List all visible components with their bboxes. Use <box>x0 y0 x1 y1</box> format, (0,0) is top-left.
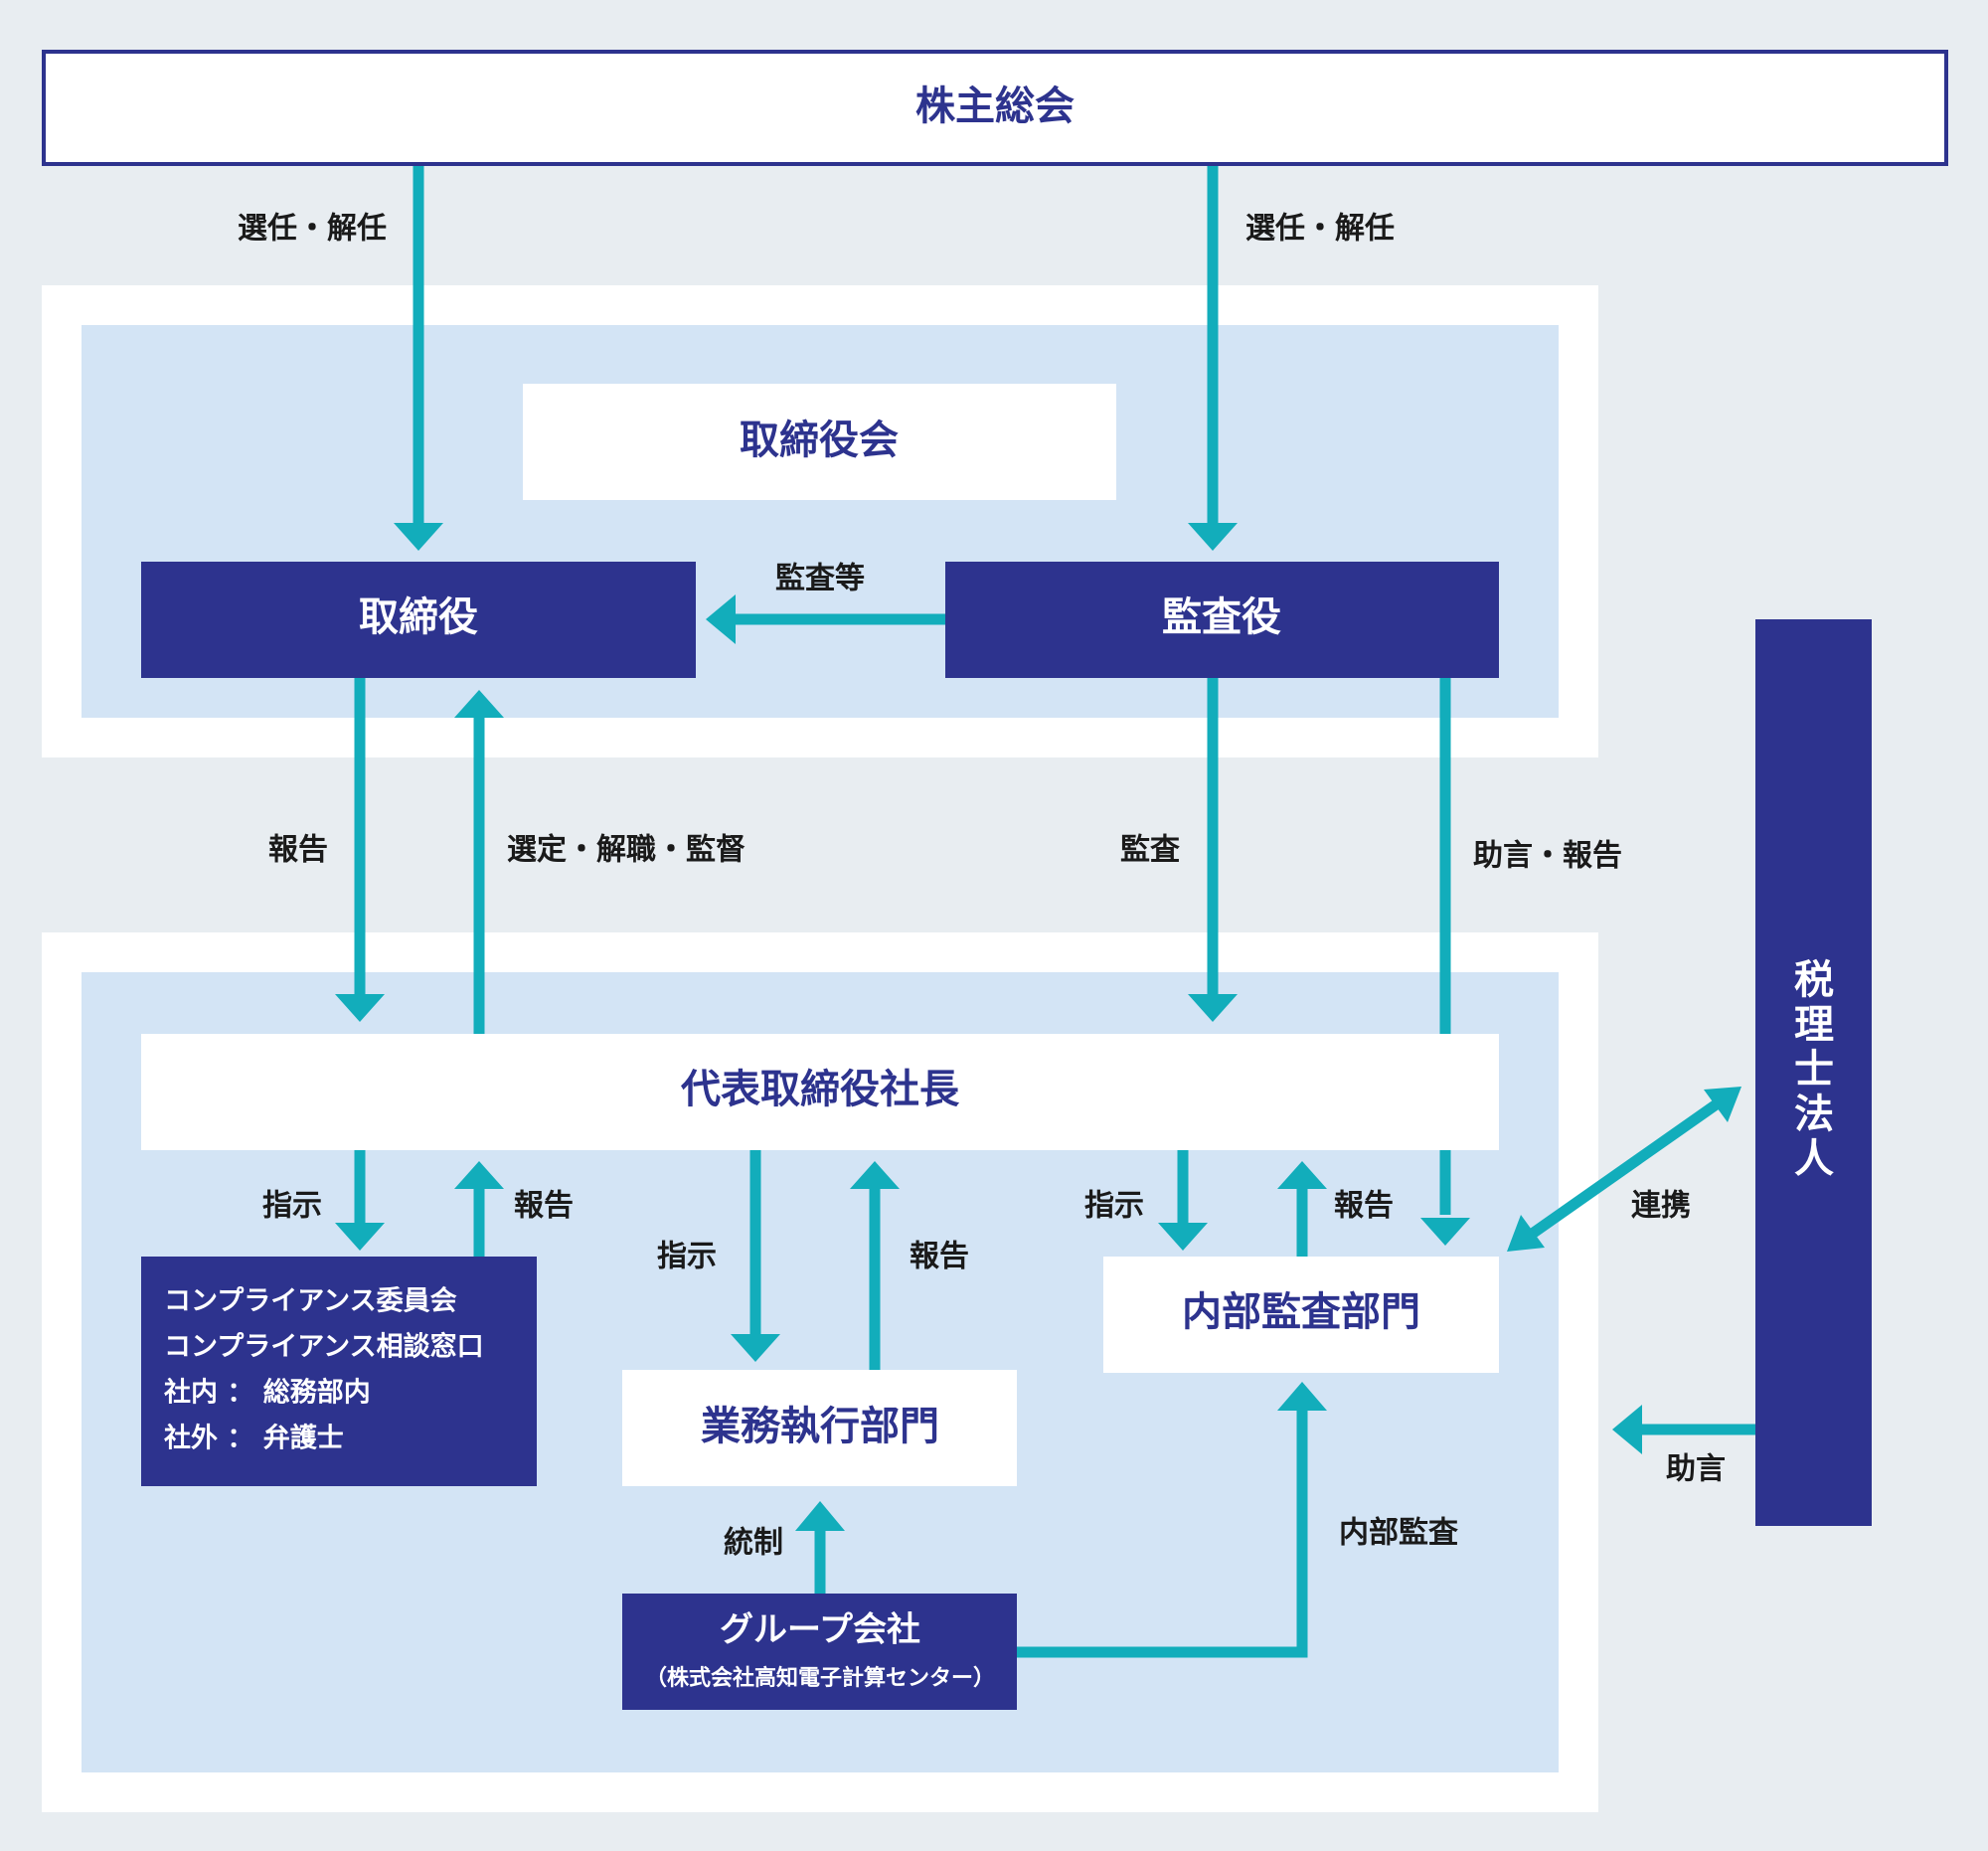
directors-label: 取締役 <box>359 594 478 640</box>
compliance-committee-text: コンプライアンス委員会 <box>164 1286 457 1317</box>
arrowhead-down <box>731 1334 780 1362</box>
arrowhead-up <box>1277 1161 1327 1189</box>
compliance-external-text: 社外 ： 弁護士 <box>164 1423 344 1454</box>
arrowhead-down <box>335 1223 385 1251</box>
tax-firm-char-4: 法 <box>1794 1092 1834 1137</box>
group-company-sub: （株式会社高知電子計算センター） <box>645 1665 995 1691</box>
compliance-desk-text: コンプライアンス相談窓口 <box>164 1331 484 1363</box>
arrowhead-down <box>1420 1218 1470 1246</box>
arrowhead-down <box>1158 1223 1208 1251</box>
arrowhead-down <box>335 994 385 1022</box>
tax-firm-char-2: 理 <box>1794 1002 1834 1048</box>
edge-label-instruct-business: 指示 <box>657 1240 717 1274</box>
arrowhead-diagonal-right <box>1704 1087 1741 1122</box>
auditors-box <box>945 562 1499 678</box>
board-meeting-box <box>523 384 1116 500</box>
tax-firm-box <box>1755 619 1872 1526</box>
edge-label-advice-report: 助言・報告 <box>1473 839 1622 874</box>
compliance-box <box>141 1257 537 1486</box>
tax-firm-char-5: 人 <box>1794 1136 1834 1182</box>
line-internal-audit-group <box>1016 1410 1308 1658</box>
edge-label-internal-audit-group: 内部監査 <box>1339 1516 1458 1551</box>
group-company-box <box>622 1594 1017 1710</box>
edge-label-instruct-internal: 指示 <box>1084 1189 1144 1224</box>
edge-label-appoint-directors: 選任・解任 <box>238 212 387 247</box>
president-box <box>141 1034 1499 1150</box>
arrowhead-up <box>850 1161 900 1189</box>
edge-label-audit-president: 監査 <box>1120 833 1180 868</box>
edge-label-report-internal: 報告 <box>1334 1189 1394 1224</box>
compliance-internal-text: 社内 ： 総務部内 <box>164 1377 371 1409</box>
group-company-name: グループ会社 <box>720 1610 920 1650</box>
edge-label-report-compliance: 報告 <box>514 1189 574 1224</box>
edge-label-supervise: 選定・解職・監督 <box>507 833 746 868</box>
directors-box <box>141 562 696 678</box>
edge-label-report-business: 報告 <box>910 1240 969 1274</box>
arrowhead-up <box>1277 1382 1327 1411</box>
tax-firm-char-3: 士 <box>1794 1047 1834 1093</box>
president-label: 代表取締役社長 <box>680 1067 960 1112</box>
business-execution-box <box>622 1370 1017 1486</box>
shareholders-meeting-box <box>42 50 1948 166</box>
arrowhead-up <box>454 690 504 718</box>
arrowhead-left <box>706 594 736 644</box>
auditors-label: 監査役 <box>1162 594 1281 640</box>
business-execution-label: 業務執行部門 <box>701 1404 939 1449</box>
edge-label-appoint-auditors: 選任・解任 <box>1245 212 1395 247</box>
edge-label-advice: 助言 <box>1666 1452 1726 1487</box>
edge-label-cooperation: 連携 <box>1631 1189 1691 1224</box>
arrow-heads <box>335 523 1741 1531</box>
edge-label-instruct-compliance: 指示 <box>262 1189 322 1224</box>
arrowhead-up <box>454 1161 504 1189</box>
board-meeting-label: 取締役会 <box>740 418 899 463</box>
arrowhead-left <box>1612 1405 1642 1454</box>
shareholders-meeting-label: 株主総会 <box>915 84 1075 129</box>
arrowhead-up <box>795 1501 845 1531</box>
edge-label-audit-etc: 監査等 <box>775 562 865 596</box>
internal-audit-box <box>1103 1257 1499 1373</box>
tax-firm-char-1: 税 <box>1794 957 1834 1003</box>
arrowhead-diagonal-left <box>1507 1215 1545 1252</box>
edge-label-report-directors: 報告 <box>268 833 328 868</box>
arrowhead-down <box>1188 523 1238 551</box>
arrowhead-down <box>1188 994 1238 1022</box>
line-cooperation <box>1527 1098 1722 1240</box>
internal-audit-label: 内部監査部門 <box>1182 1289 1420 1335</box>
edge-label-governance: 統制 <box>724 1526 783 1561</box>
arrowhead-down <box>394 523 443 551</box>
